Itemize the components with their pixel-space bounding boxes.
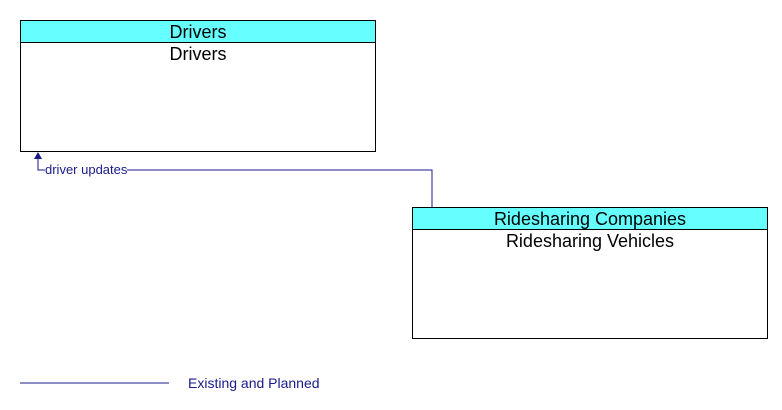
flow-arrowhead <box>34 152 42 159</box>
flow-line-driver-updates[interactable] <box>37 153 433 207</box>
entity-header-drivers: Drivers <box>21 21 375 43</box>
entity-box-ridesharing[interactable]: Ridesharing Companies Ridesharing Vehicl… <box>412 207 768 339</box>
entity-body-drivers: Drivers <box>169 44 227 64</box>
entity-box-drivers[interactable]: Drivers Drivers <box>20 20 376 152</box>
entity-body-ridesharing-vehicles: Ridesharing Vehicles <box>505 231 675 251</box>
legend-label: Existing and Planned <box>188 375 320 391</box>
entity-header-ridesharing-companies: Ridesharing Companies <box>413 208 767 230</box>
flow-label-driver-updates: driver updates <box>45 162 128 177</box>
